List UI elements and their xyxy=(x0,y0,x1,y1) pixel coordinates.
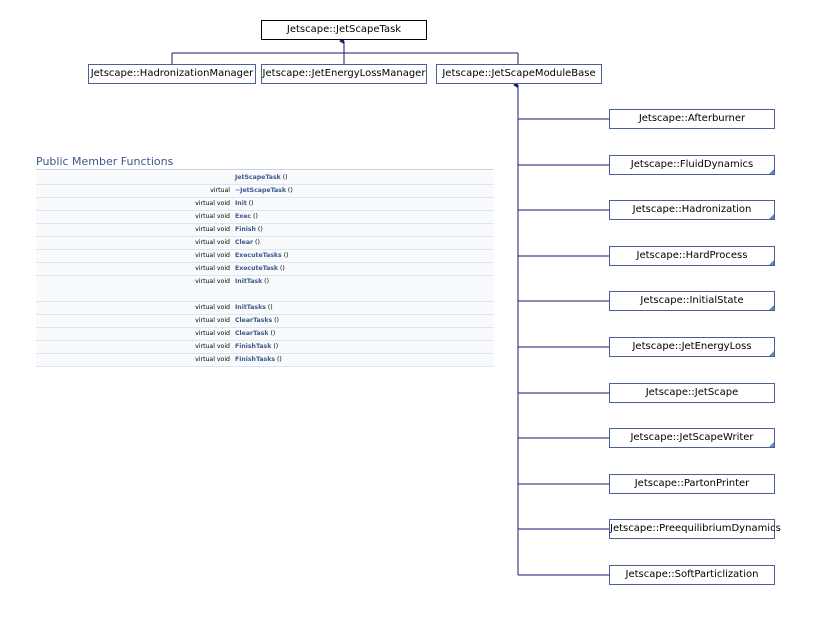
class-node-jetscapetask[interactable]: Jetscape::JetScapeTask xyxy=(261,20,427,40)
member-args: () xyxy=(251,213,258,220)
member-row: virtual void InitTasks () xyxy=(36,302,494,315)
member-return-type: virtual void xyxy=(195,200,230,207)
member-return-type: virtual void xyxy=(195,356,230,363)
member-signature: InitTasks () xyxy=(235,302,273,314)
member-return-type: virtual void xyxy=(195,343,230,350)
class-node-jetscapemodulebase[interactable]: Jetscape::JetScapeModuleBase xyxy=(436,64,602,84)
member-row: virtual void Clear () xyxy=(36,237,494,250)
class-node-initialstate[interactable]: Jetscape::InitialState xyxy=(609,291,775,311)
member-signature: InitTask () xyxy=(235,276,269,288)
member-signature: Finish () xyxy=(235,224,263,236)
member-return-type: virtual void xyxy=(195,252,230,259)
class-node-hardprocess[interactable]: Jetscape::HardProcess xyxy=(609,246,775,266)
class-node-jetscape[interactable]: Jetscape::JetScape xyxy=(609,383,775,403)
member-signature: ClearTask () xyxy=(235,328,275,340)
member-signature: ClearTasks () xyxy=(235,315,279,327)
member-args: () xyxy=(271,343,279,350)
class-node-softparticlization[interactable]: Jetscape::SoftParticlization xyxy=(609,565,775,585)
class-node-partonprinter[interactable]: Jetscape::PartonPrinter xyxy=(609,474,775,494)
member-row: virtual void Finish () xyxy=(36,224,494,237)
member-function-list: JetScapeTask ()virtual~JetScapeTask ()vi… xyxy=(36,172,494,367)
class-node-fluiddynamics[interactable]: Jetscape::FluidDynamics xyxy=(609,155,775,175)
member-row: virtual void ClearTask () xyxy=(36,328,494,341)
member-function-link[interactable]: Finish xyxy=(235,226,256,233)
member-args: () xyxy=(272,317,279,324)
member-signature: ExecuteTasks () xyxy=(235,250,289,262)
member-args: () xyxy=(265,304,273,311)
member-function-link[interactable]: ExecuteTask xyxy=(235,265,279,272)
member-args: () xyxy=(246,200,254,207)
member-row: virtual void InitTask () xyxy=(36,276,494,302)
class-node-hadronizationmanager[interactable]: Jetscape::HadronizationManager xyxy=(88,64,256,84)
member-function-link[interactable]: ~JetScapeTask xyxy=(235,187,286,194)
member-signature: FinishTask () xyxy=(235,341,278,353)
member-function-link[interactable]: Init xyxy=(235,200,247,207)
module-base-branches xyxy=(518,118,609,576)
member-function-link[interactable]: FinishTasks xyxy=(235,356,276,363)
member-return-type: virtual void xyxy=(195,330,230,337)
member-signature: JetScapeTask () xyxy=(235,172,288,184)
member-args: () xyxy=(285,187,293,194)
member-function-link[interactable]: ClearTasks xyxy=(235,317,273,324)
member-row: virtual void Exec () xyxy=(36,211,494,224)
member-return-type: virtual xyxy=(210,187,230,194)
member-args: () xyxy=(275,356,282,363)
member-signature: Clear () xyxy=(235,237,260,249)
section-title: Public Member Functions xyxy=(36,155,174,168)
member-args: () xyxy=(280,174,288,181)
member-args: () xyxy=(278,265,285,272)
member-row: virtual void ExecuteTask () xyxy=(36,263,494,276)
member-function-link[interactable]: ExecuteTasks xyxy=(235,252,282,259)
member-signature: ~JetScapeTask () xyxy=(235,185,293,197)
member-function-link[interactable]: JetScapeTask xyxy=(235,174,281,181)
member-function-link[interactable]: ClearTask xyxy=(235,330,269,337)
member-args: () xyxy=(253,239,260,246)
member-function-link[interactable]: InitTasks xyxy=(235,304,266,311)
member-signature: ExecuteTask () xyxy=(235,263,285,275)
class-node-preequilibriumdynamics[interactable]: Jetscape::PreequilibriumDynamics xyxy=(609,519,781,539)
member-return-type: virtual void xyxy=(195,226,230,233)
member-signature: FinishTasks () xyxy=(235,354,282,366)
member-return-type: virtual void xyxy=(195,239,230,246)
member-row: virtual ~JetScapeTask () xyxy=(36,185,494,198)
member-signature: Init () xyxy=(235,198,254,210)
class-node-afterburner[interactable]: Jetscape::Afterburner xyxy=(609,109,775,129)
member-return-type: virtual void xyxy=(195,213,230,220)
member-function-link[interactable]: InitTask xyxy=(235,278,263,285)
member-args: () xyxy=(262,278,269,285)
member-function-link[interactable]: Exec xyxy=(235,213,252,220)
member-row: JetScapeTask () xyxy=(36,172,494,185)
member-row: virtual void FinishTasks () xyxy=(36,354,494,367)
member-return-type: virtual void xyxy=(195,265,230,272)
member-args: () xyxy=(281,252,289,259)
class-node-hadronization[interactable]: Jetscape::Hadronization xyxy=(609,200,775,220)
member-row: virtual void ExecuteTasks () xyxy=(36,250,494,263)
member-return-type: virtual void xyxy=(195,278,230,285)
class-node-jetenergyloss[interactable]: Jetscape::JetEnergyLoss xyxy=(609,337,775,357)
member-function-link[interactable]: FinishTask xyxy=(235,343,272,350)
member-row: virtual void ClearTasks () xyxy=(36,315,494,328)
member-return-type: virtual void xyxy=(195,304,230,311)
class-node-jetenergylossmanager[interactable]: Jetscape::JetEnergyLossManager xyxy=(261,64,427,84)
class-node-jetscapewriter[interactable]: Jetscape::JetScapeWriter xyxy=(609,428,775,448)
member-args: () xyxy=(268,330,276,337)
member-return-type: virtual void xyxy=(195,317,230,324)
member-signature: Exec () xyxy=(235,211,258,223)
member-row: virtual void FinishTask () xyxy=(36,341,494,354)
member-row: virtual void Init () xyxy=(36,198,494,211)
section-divider xyxy=(36,169,494,170)
member-args: () xyxy=(255,226,263,233)
member-function-link[interactable]: Clear xyxy=(235,239,254,246)
